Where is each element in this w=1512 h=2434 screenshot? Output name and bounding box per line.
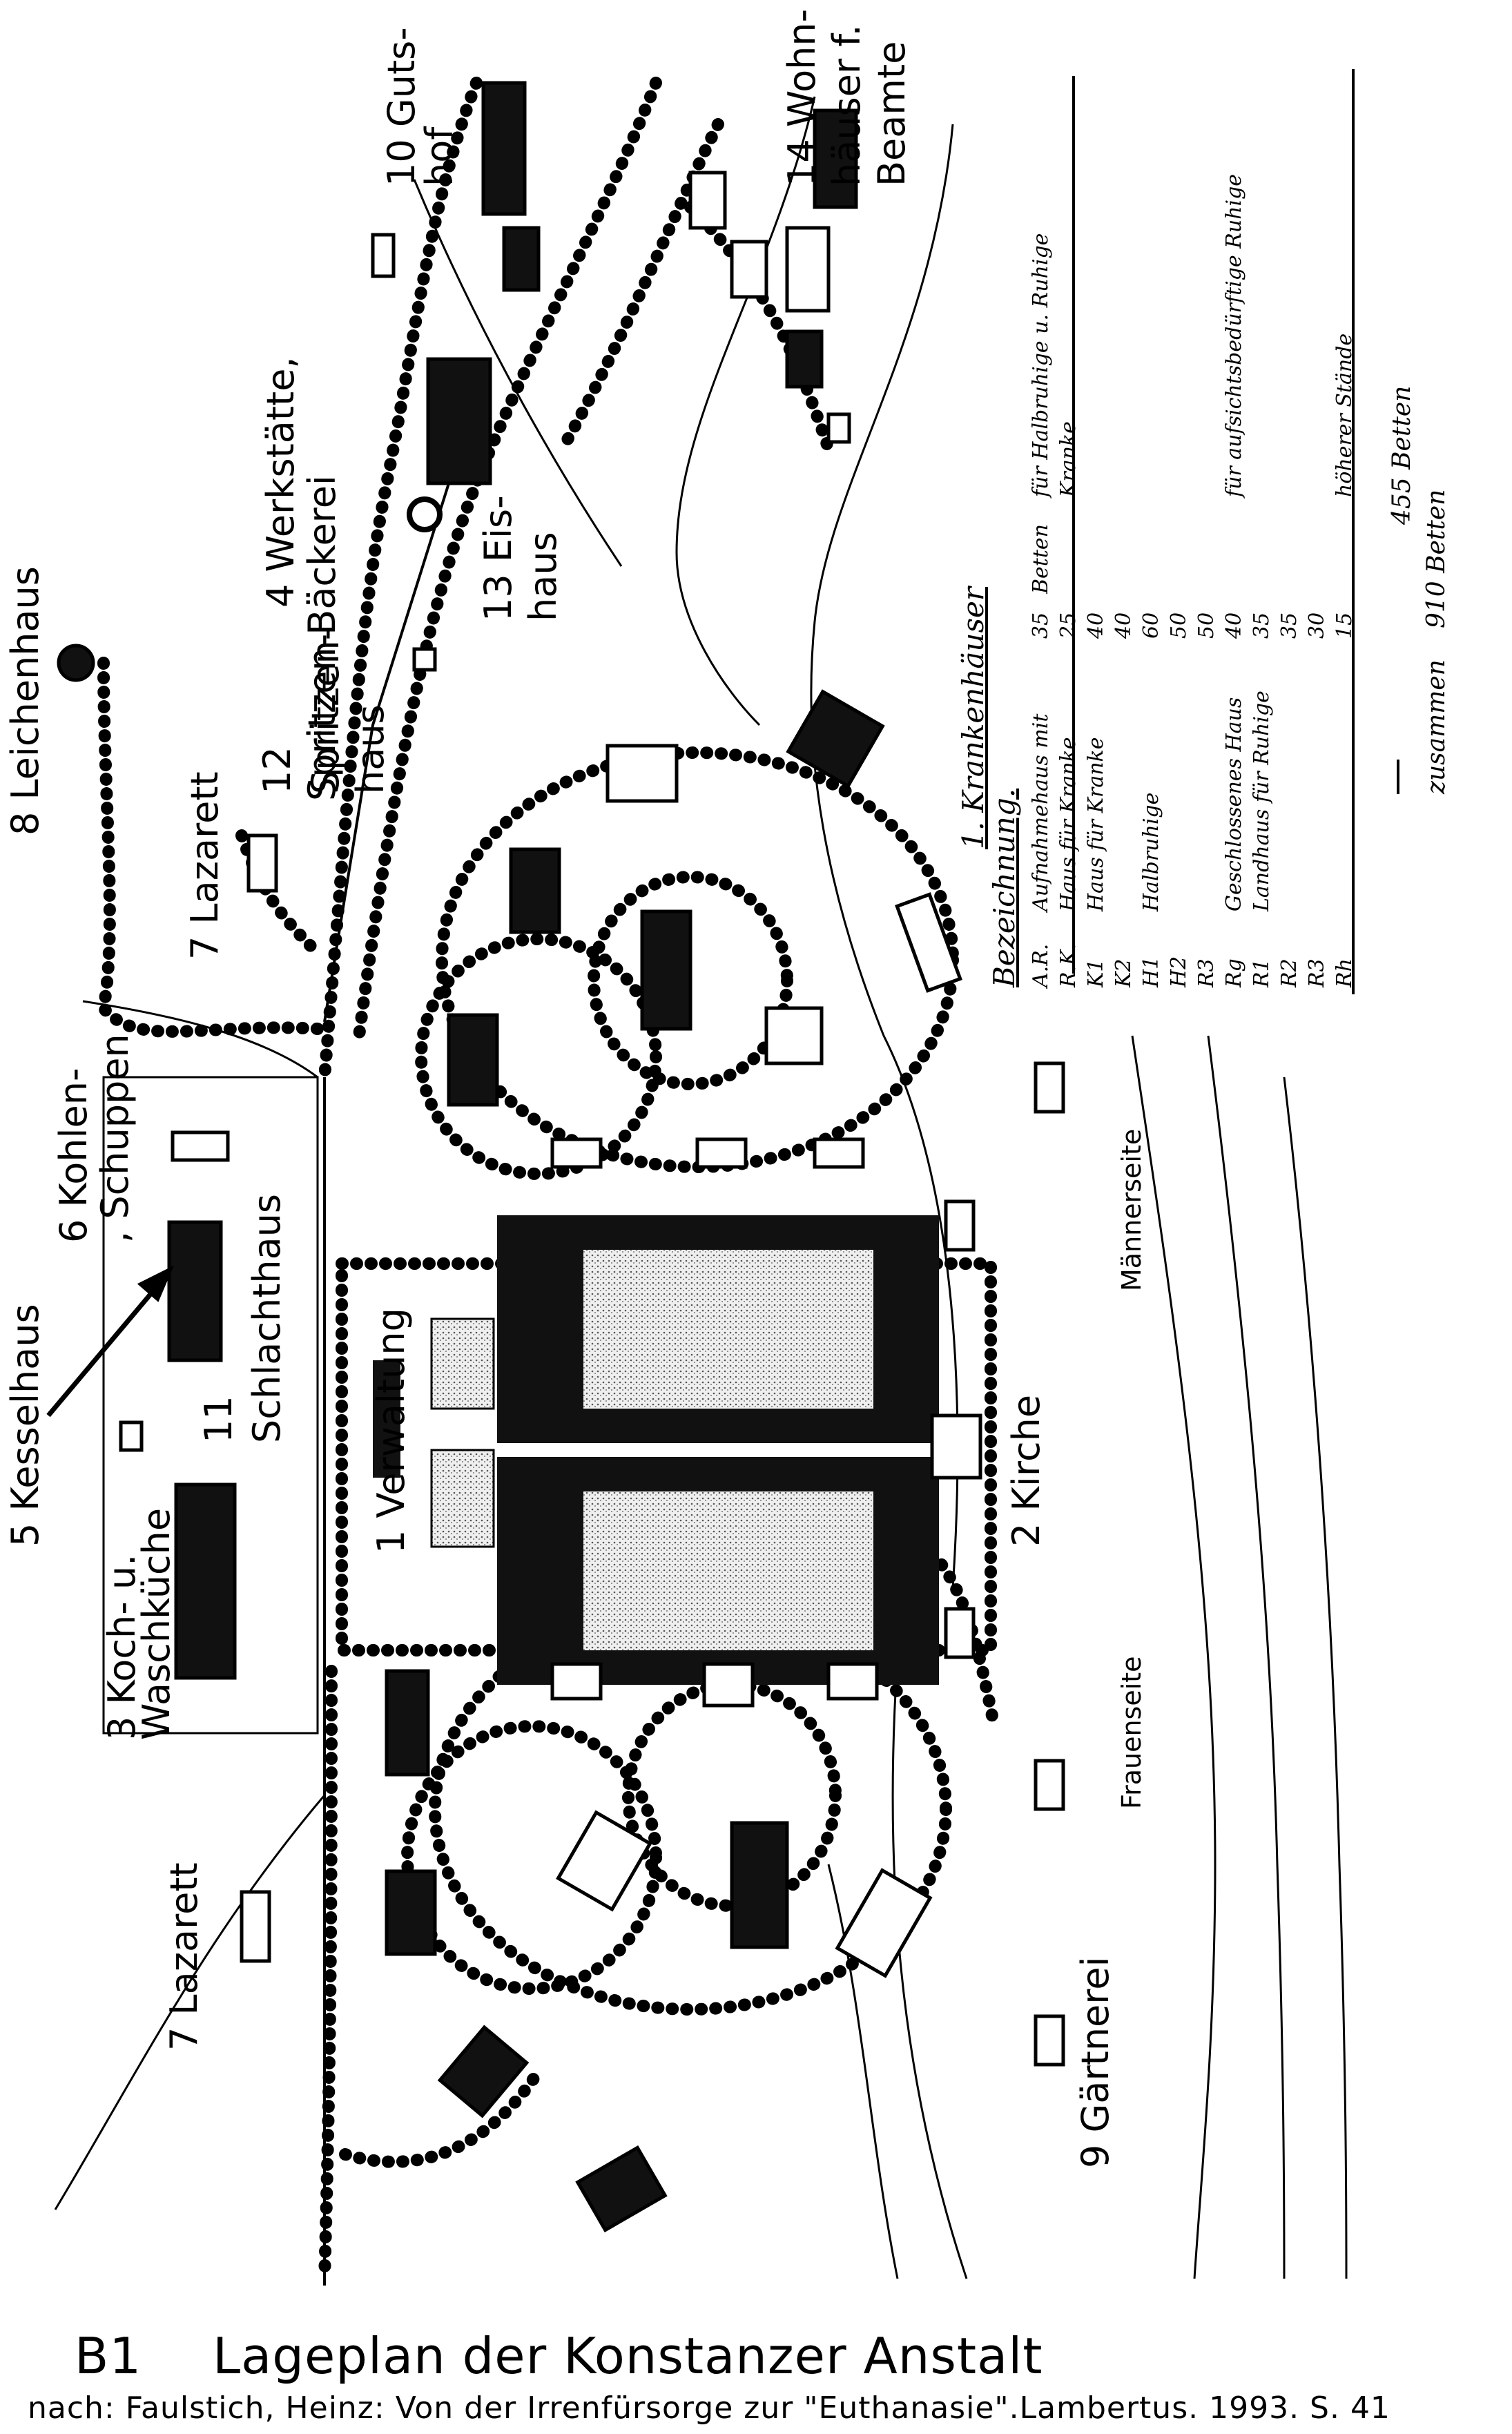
legend-rules bbox=[1072, 69, 1399, 994]
contour-lines bbox=[413, 96, 1348, 2279]
label-kesselhaus: 5 Kesselhaus bbox=[3, 1304, 47, 1547]
legend-row-note: für Halbruhige u. Ruhige bbox=[1029, 233, 1053, 497]
roads bbox=[54, 483, 450, 2286]
label-gutshof-2: hof bbox=[418, 126, 461, 186]
legend-row-code: H2 bbox=[1167, 956, 1191, 987]
legend-row-code: R.K. bbox=[1056, 943, 1080, 987]
label-wohnhaeuser-1: 14 Wohn- bbox=[780, 8, 824, 186]
legend-row-note: höherer Stände bbox=[1332, 333, 1357, 497]
legend-row-unit: Betten bbox=[1029, 524, 1053, 594]
label-kohlenschuppen-2: , Schuppen bbox=[93, 1034, 137, 1243]
label-eishaus-2: haus bbox=[521, 532, 565, 621]
legend-row-beds: 50 bbox=[1194, 612, 1219, 639]
legend-title: 1. Krankenhäuser bbox=[956, 587, 990, 849]
label-kirche: 2 Kirche bbox=[1005, 1394, 1048, 1547]
caption-title: B1 Lageplan der Konstanzer Anstalt bbox=[75, 2327, 1043, 2385]
legend-row-desc: Haus für Kranke bbox=[1056, 737, 1080, 912]
legend-total-1: 455 Betten bbox=[1388, 385, 1416, 525]
legend-row-code: R3 bbox=[1194, 958, 1219, 987]
label-spritzenhaus-3: haus bbox=[349, 704, 392, 794]
label-gaertnerei: 9 Gärtnerei bbox=[1074, 1956, 1117, 2168]
legend-row-beds: 15 bbox=[1332, 612, 1357, 639]
legend-row-code: K2 bbox=[1112, 958, 1136, 988]
legend-row-beds: 40 bbox=[1222, 612, 1246, 639]
legend-row-beds: 30 bbox=[1305, 612, 1329, 639]
legend-row-beds: 35 bbox=[1250, 612, 1274, 639]
legend-row-beds: 50 bbox=[1167, 612, 1191, 639]
label-leichenhaus: 8 Leichenhaus bbox=[3, 566, 47, 836]
legend-row-beds: 35 bbox=[1029, 612, 1053, 639]
legend-row-code: R2 bbox=[1277, 958, 1301, 987]
legend-row-desc: Halbruhige bbox=[1139, 792, 1163, 911]
label-frauenseite: Frauenseite bbox=[1116, 1656, 1147, 1809]
label-werkstaette-1: 4 Werkstätte, bbox=[259, 356, 302, 608]
legend-row-code: H1 bbox=[1139, 956, 1163, 987]
legend-row-beds: 40 bbox=[1084, 612, 1108, 639]
caption-code: B1 bbox=[75, 2327, 142, 2385]
legend-row-note: Kranke bbox=[1056, 421, 1080, 497]
label-lazarett-north: 7 Lazarett bbox=[183, 771, 226, 960]
label-gutshof-1: 10 Guts- bbox=[380, 27, 423, 186]
label-lazarett-south: 7 Lazarett bbox=[162, 1862, 206, 2051]
label-kohlenschuppen-1: 6 Kohlen- bbox=[52, 1068, 95, 1243]
label-wohnhaeuser-3: Beamte bbox=[870, 41, 913, 186]
label-spritzenhaus-1: 12 bbox=[255, 746, 299, 794]
legend-row-desc: Aufnahmehaus mit bbox=[1029, 713, 1053, 911]
legend-row-beds: 35 bbox=[1277, 612, 1301, 639]
label-maennerseite: Männerseite bbox=[1116, 1128, 1147, 1291]
caption-title-text: Lageplan der Konstanzer Anstalt bbox=[213, 2327, 1043, 2385]
legend-row-beds: 60 bbox=[1139, 612, 1163, 639]
pavilions bbox=[57, 81, 1065, 2233]
legend-row-code: A.R. bbox=[1029, 943, 1053, 987]
legend-row-code: R1 bbox=[1250, 958, 1274, 987]
legend-row-desc: Landhaus für Ruhige bbox=[1250, 690, 1274, 911]
label-wohnhaeuser-2: häuser f. bbox=[825, 24, 869, 186]
legend-row-beds: 25 bbox=[1056, 612, 1080, 639]
label-schlachthaus-2: Schlachthaus bbox=[245, 1193, 289, 1443]
label-schlachthaus-1: 11 bbox=[197, 1395, 240, 1443]
legend-row-code: Rh bbox=[1332, 958, 1357, 987]
caption-source: nach: Faulstich, Heinz: Von der Irrenfür… bbox=[28, 2390, 1390, 2426]
kesselhaus-arrow bbox=[46, 1265, 174, 1418]
legend-row-note: für aufsichtsbedürftige Ruhige bbox=[1222, 173, 1246, 497]
label-verwaltung: 1 Verwaltung bbox=[369, 1308, 413, 1554]
legend-row-desc: Geschlossenes Haus bbox=[1222, 697, 1246, 911]
main-building bbox=[373, 1215, 939, 1685]
site-plan bbox=[46, 69, 1399, 2286]
label-eishaus-1: 13 Eis- bbox=[476, 495, 520, 621]
legend-row-code: Rg bbox=[1222, 958, 1246, 987]
label-spritzenhaus-2: Spritzen- bbox=[304, 626, 347, 794]
legend-row-code: K1 bbox=[1084, 958, 1108, 988]
legend-row-beds: 40 bbox=[1112, 612, 1136, 639]
legend-row-desc: Haus für Kranke bbox=[1084, 737, 1108, 912]
label-kochkueche-2: Waschküche bbox=[135, 1507, 178, 1740]
legend-total-2-word: zusammen bbox=[1422, 659, 1451, 794]
legend-row-code: R3 bbox=[1305, 958, 1329, 987]
legend-total-2: 910 Betten bbox=[1422, 489, 1451, 628]
legend-subtitle: Bezeichnung. bbox=[987, 788, 1021, 987]
